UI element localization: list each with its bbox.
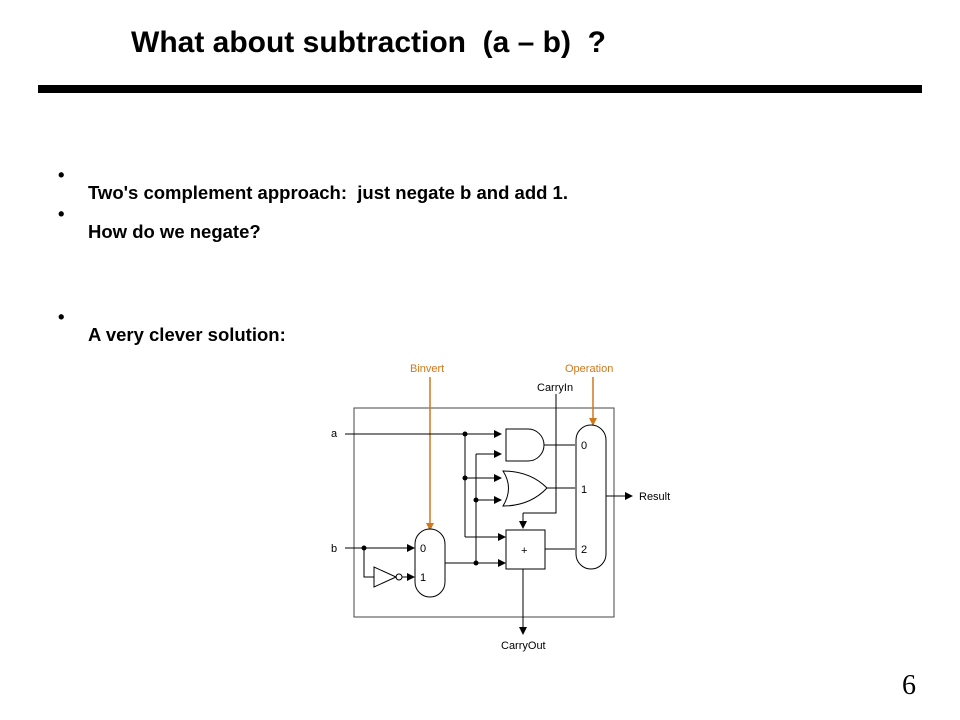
bullet-item-2: • How do we negate?	[58, 186, 261, 242]
bullet-item-1: • Two's complement approach: just negate…	[58, 147, 568, 203]
bullet-dot: •	[58, 202, 65, 224]
result-label: Result	[639, 491, 670, 503]
wire-b-to-inverter	[363, 548, 374, 578]
bullet-text: A very clever solution:	[88, 324, 286, 345]
bullet-dot: •	[58, 305, 65, 327]
slide-title: What about subtraction (a – b) ?	[131, 26, 606, 59]
inverter-gate	[373, 566, 398, 588]
operation-mux-input-0: 0	[581, 440, 587, 452]
binvert-label: Binvert	[410, 363, 444, 375]
input-b-label: b	[331, 543, 337, 555]
input-a-label: a	[331, 428, 338, 440]
binvert-mux-input-1: 1	[420, 572, 426, 584]
operation-label: Operation	[565, 363, 613, 375]
carryin-wire	[523, 394, 557, 514]
adder-block	[505, 529, 546, 570]
bullet-item-3: • A very clever solution:	[58, 289, 286, 345]
operation-mux-input-2: 2	[581, 544, 587, 556]
alu-frame	[353, 407, 615, 618]
carryin-label: CarryIn	[537, 382, 573, 394]
operation-mux	[575, 424, 607, 570]
bullet-dot: •	[58, 163, 65, 185]
and-gate	[505, 428, 545, 462]
title-rule	[38, 85, 922, 93]
bullet-text: Two's complement approach: just negate b…	[88, 182, 568, 203]
carryout-label: CarryOut	[501, 640, 546, 652]
page-number: 6	[902, 670, 916, 701]
or-gate	[502, 470, 548, 507]
binvert-mux	[414, 528, 446, 598]
bullet-text: How do we negate?	[88, 221, 261, 242]
binvert-mux-input-0: 0	[420, 543, 426, 555]
adder-symbol: +	[521, 545, 527, 557]
operation-mux-input-1: 1	[581, 484, 587, 496]
